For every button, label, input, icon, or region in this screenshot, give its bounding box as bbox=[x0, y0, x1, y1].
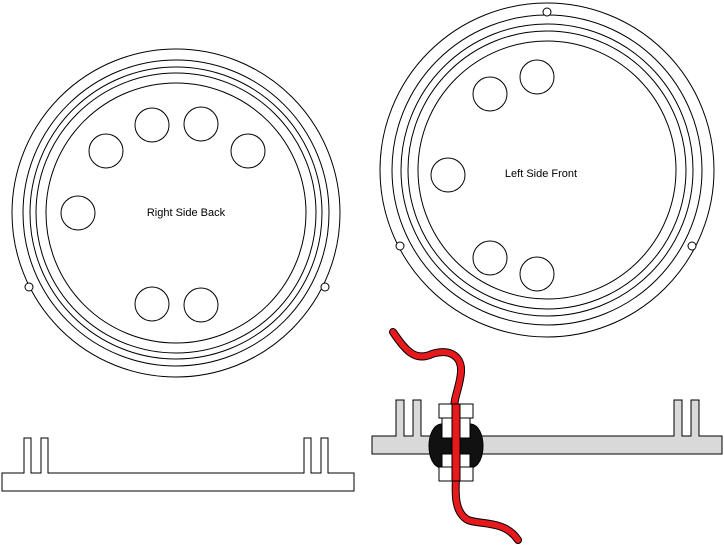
mounting-screw-hole bbox=[320, 282, 330, 292]
plate-inner-ring bbox=[45, 82, 307, 344]
mounting-screw-hole bbox=[542, 7, 552, 17]
mounting-screw-hole bbox=[687, 241, 697, 251]
cable-wire bbox=[390, 329, 521, 543]
connector-hole bbox=[88, 133, 124, 169]
plate-ring bbox=[35, 72, 317, 354]
right-side-back-plate: Right Side Back bbox=[11, 48, 341, 378]
plate-profile-outline bbox=[371, 399, 723, 455]
connector-hole bbox=[230, 133, 266, 169]
plate-ring bbox=[22, 59, 330, 367]
plate-ring bbox=[29, 66, 323, 360]
connector-hole bbox=[60, 195, 96, 231]
connector-hole bbox=[472, 240, 508, 276]
left-side-front-plate: Left Side Front bbox=[379, 2, 715, 338]
connector-hole bbox=[183, 106, 219, 142]
plate-inner-ring bbox=[417, 40, 677, 300]
plate-outer-rim bbox=[379, 2, 715, 338]
plate-ring bbox=[407, 30, 687, 310]
right-side-back-label: Right Side Back bbox=[147, 207, 226, 219]
plate-side-profile-plain bbox=[1, 437, 355, 492]
connector-hole bbox=[519, 59, 555, 95]
mounting-screw-hole bbox=[395, 241, 405, 251]
connector-hole bbox=[519, 256, 555, 292]
plate-profile-outline bbox=[1, 437, 355, 492]
connector-hole bbox=[430, 157, 466, 193]
mounting-screw-hole bbox=[24, 282, 34, 292]
cable-wire-through-gland bbox=[451, 403, 461, 482]
plate-ring bbox=[400, 23, 694, 317]
plate-outer-rim bbox=[11, 48, 341, 378]
left-side-front-label: Left Side Front bbox=[505, 168, 577, 180]
connector-hole bbox=[183, 287, 219, 323]
connector-hole bbox=[134, 107, 170, 143]
connector-hole bbox=[472, 76, 508, 112]
connector-hole bbox=[134, 286, 170, 322]
plate-side-profile-with-wire bbox=[371, 328, 723, 544]
